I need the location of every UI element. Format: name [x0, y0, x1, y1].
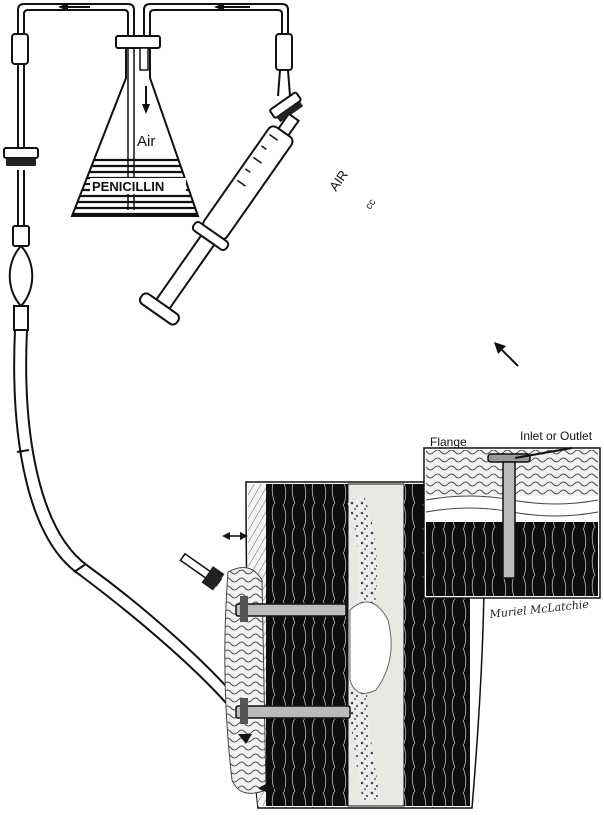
arrow-up-left-icon [494, 342, 519, 367]
arrow-left-icon [214, 3, 250, 11]
syringe-air-label: AIR [326, 167, 351, 193]
penicillin-flask: Air PENICILLIN [70, 35, 200, 217]
flange-label: Flange [430, 435, 467, 449]
irrigation-cannula [235, 596, 351, 724]
artist-signature: Muriel McLatchie [488, 598, 590, 621]
air-label: Air [137, 133, 155, 150]
clamp-icon [269, 91, 304, 123]
syringe-unit-label: cc [363, 197, 378, 212]
double-arrow-icon [222, 532, 248, 540]
flange-inset: Flange Inlet or Outlet [423, 429, 601, 599]
arrow-down-icon [238, 734, 252, 744]
inflow-drop-tube [275, 33, 293, 97]
penicillin-label: PENICILLIN [92, 179, 164, 194]
arrow-down-icon [142, 86, 150, 114]
arrow-left-icon [58, 3, 90, 11]
dressing-layers [224, 567, 267, 794]
air-syringe [138, 112, 301, 326]
clamp-icon [3, 147, 39, 166]
outflow-tube-top [17, 3, 135, 40]
double-arrow-icon [258, 784, 286, 792]
clamp-icon [179, 552, 225, 591]
drainage-tube [8, 33, 249, 721]
inlet-outlet-label: Inlet or Outlet [520, 429, 593, 443]
inflow-tube-top [143, 3, 289, 40]
